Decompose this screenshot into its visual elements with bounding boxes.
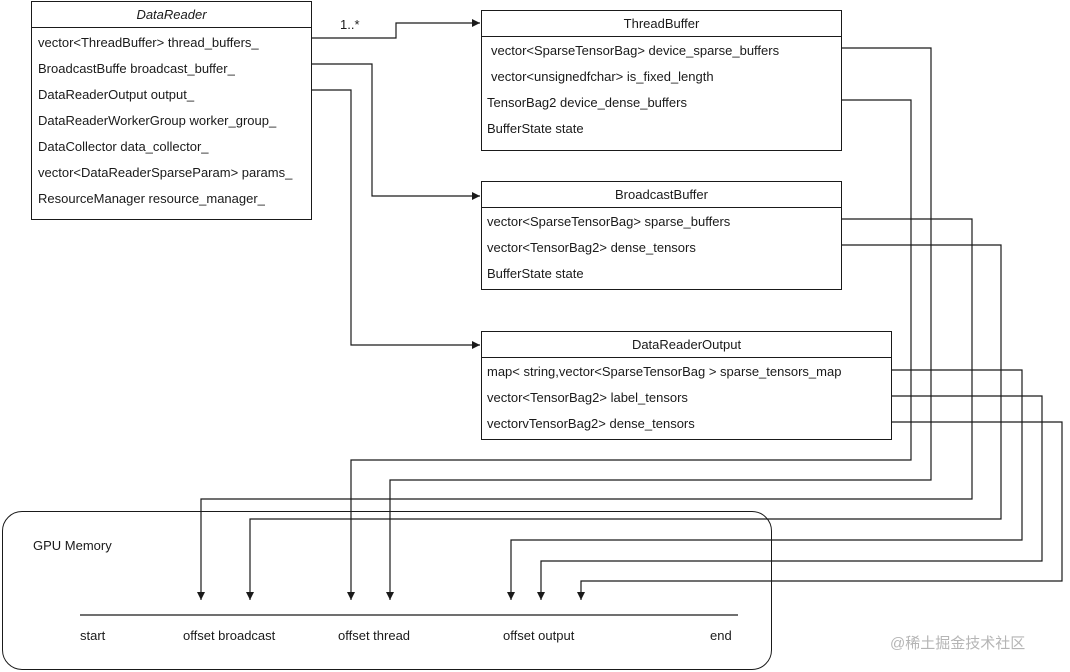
field-sparse-tensors-map: map< string,vector<SparseTensorBag > spa… bbox=[487, 364, 842, 379]
edge-broadcast-sparse-to-memory bbox=[197, 218, 973, 600]
field-device-sparse-buffers: vector<SparseTensorBag> device_sparse_bu… bbox=[491, 43, 780, 58]
edge-thread-sparse-to-memory bbox=[386, 47, 932, 600]
field-broadcast-state: BufferState state bbox=[487, 266, 584, 281]
class-title-thread-buffer: ThreadBuffer bbox=[482, 11, 841, 37]
edge-output bbox=[312, 89, 480, 349]
field-is-fixed-length: vector<unsignedfchar> is_fixed_length bbox=[491, 69, 714, 84]
gpu-memory-region bbox=[2, 511, 772, 670]
field-label-tensors: vector<TensorBag2> label_tensors bbox=[487, 390, 688, 405]
field-params: vector<DataReaderSparseParam> params_ bbox=[38, 165, 293, 180]
field-broadcast-buffer: BroadcastBuffe broadcast_buffer_ bbox=[38, 61, 235, 76]
edge-output-label-to-memory bbox=[537, 395, 1043, 600]
memory-label-offset-thread: offset thread bbox=[338, 628, 411, 643]
class-title-broadcast-buffer: BroadcastBuffer bbox=[482, 182, 841, 208]
field-thread-buffers: vector<ThreadBuffer> thread_buffers_ bbox=[38, 35, 259, 50]
edge-broadcast-buffer bbox=[312, 63, 480, 200]
memory-label-end: end bbox=[710, 628, 732, 643]
class-data-reader-output: DataReaderOutput map< string,vector<Spar… bbox=[481, 331, 892, 440]
edge-output-sparse-to-memory bbox=[507, 369, 1023, 600]
field-device-dense-buffers: TensorBag2 device_dense_buffers bbox=[487, 95, 687, 110]
field-thread-state: BufferState state bbox=[487, 121, 584, 136]
field-resource-manager: ResourceManager resource_manager_ bbox=[38, 191, 265, 206]
multiplicity-label: 1..* bbox=[340, 17, 360, 32]
field-sparse-buffers: vector<SparseTensorBag> sparse_buffers bbox=[487, 214, 731, 229]
memory-label-offset-broadcast: offset broadcast bbox=[183, 628, 276, 643]
edge-broadcast-dense-to-memory bbox=[246, 244, 1002, 600]
class-thread-buffer: ThreadBuffer vector<SparseTensorBag> dev… bbox=[481, 10, 842, 151]
field-output: DataReaderOutput output_ bbox=[38, 87, 195, 102]
class-title-data-reader: DataReader bbox=[32, 2, 311, 28]
field-worker-group: DataReaderWorkerGroup worker_group_ bbox=[38, 113, 277, 128]
edge-thread-buffers bbox=[312, 19, 480, 39]
edge-output-dense-to-memory bbox=[577, 421, 1063, 600]
field-data-collector: DataCollector data_collector_ bbox=[38, 139, 209, 154]
edge-thread-dense-to-memory bbox=[347, 99, 912, 600]
class-data-reader: DataReader vector<ThreadBuffer> thread_b… bbox=[31, 1, 312, 220]
class-title-data-reader-output: DataReaderOutput bbox=[482, 332, 891, 358]
field-output-dense-tensors: vectorvTensorBag2> dense_tensors bbox=[487, 416, 695, 431]
field-broadcast-dense-tensors: vector<TensorBag2> dense_tensors bbox=[487, 240, 696, 255]
gpu-memory-title: GPU Memory bbox=[33, 538, 112, 553]
class-broadcast-buffer: BroadcastBuffer vector<SparseTensorBag> … bbox=[481, 181, 842, 290]
memory-label-offset-output: offset output bbox=[503, 628, 575, 643]
memory-label-start: start bbox=[80, 628, 106, 643]
watermark-text: @稀土掘金技术社区 bbox=[890, 635, 1026, 652]
